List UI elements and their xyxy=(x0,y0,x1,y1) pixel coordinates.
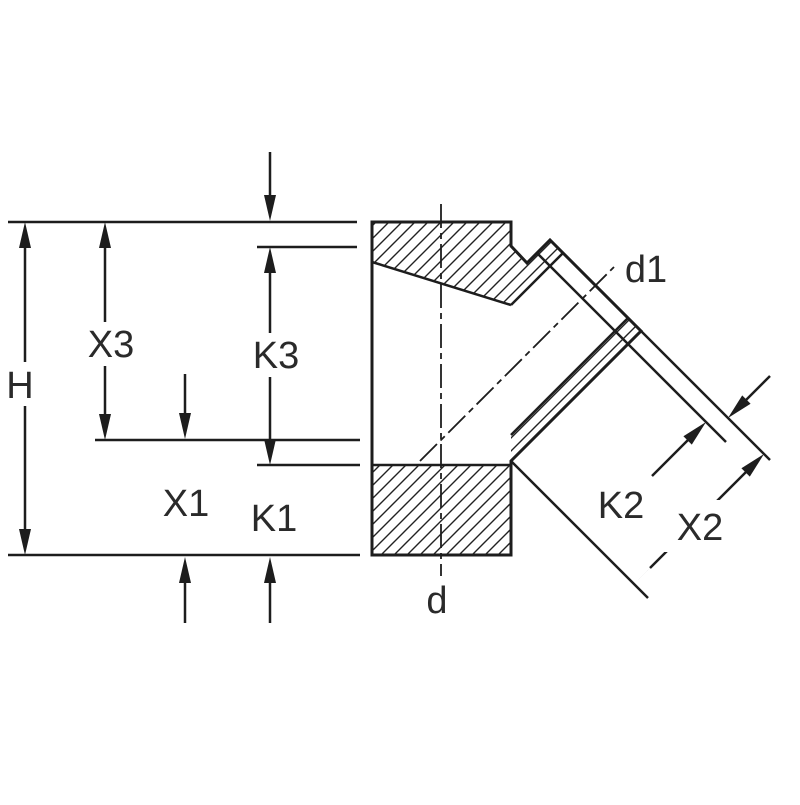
dimension-K3: K3 xyxy=(247,247,305,465)
label-k2: K2 xyxy=(598,485,644,527)
outside-arrow-top xyxy=(264,152,276,221)
bore-boundary-top xyxy=(371,260,512,307)
dimension-H: H xyxy=(0,222,40,555)
branch-wall-extension-line xyxy=(510,460,649,599)
arrowhead-up xyxy=(99,222,111,248)
dimension-X3: X3 xyxy=(82,222,140,440)
dimension-line xyxy=(651,439,689,477)
dimension-K1: K1 xyxy=(251,498,297,623)
arrowhead-down xyxy=(19,529,31,555)
reference-lines xyxy=(8,220,360,557)
centerline-branch xyxy=(419,266,615,462)
label-d: d xyxy=(426,580,447,622)
arrowhead-down xyxy=(264,195,276,221)
arrowhead-up xyxy=(264,557,276,583)
branch-bore-lower-line xyxy=(510,317,629,436)
label-x1: X1 xyxy=(163,483,209,525)
socket-depth-line xyxy=(536,252,727,443)
label-x3: X3 xyxy=(88,324,134,366)
dimension-X2: X2 xyxy=(634,454,764,584)
hatch-region-branch-wall xyxy=(511,318,641,461)
socket-face-extension-line xyxy=(640,330,771,461)
arrowhead-up-right xyxy=(741,454,764,477)
label-x2: X2 xyxy=(677,507,723,549)
label-k1: K1 xyxy=(251,498,297,540)
label-mask xyxy=(82,322,140,366)
arrowhead-up xyxy=(19,222,31,248)
label-k3: K3 xyxy=(253,335,299,377)
arrowhead-down xyxy=(179,413,191,439)
arrowhead-down-left xyxy=(728,395,751,418)
dimension-X1: X1 xyxy=(163,374,209,623)
label-mask xyxy=(664,500,736,552)
label-h: H xyxy=(6,365,33,407)
arrowhead-up-right xyxy=(683,422,706,445)
branch-bore-upper-line xyxy=(510,252,564,306)
arrowhead-down xyxy=(99,414,111,440)
arrowhead-down xyxy=(264,439,276,465)
outside-arrow-upper-right xyxy=(728,375,771,418)
label-mask xyxy=(247,333,305,377)
label-d1: d1 xyxy=(625,249,667,291)
dimension-K2: K2 xyxy=(598,422,706,527)
arrowhead-up xyxy=(264,247,276,273)
hatch-region-bottom xyxy=(372,465,511,555)
dimension-line xyxy=(745,375,771,401)
hatch-region-top xyxy=(372,222,563,305)
arrowhead-up xyxy=(179,557,191,583)
label-mask xyxy=(0,362,40,406)
